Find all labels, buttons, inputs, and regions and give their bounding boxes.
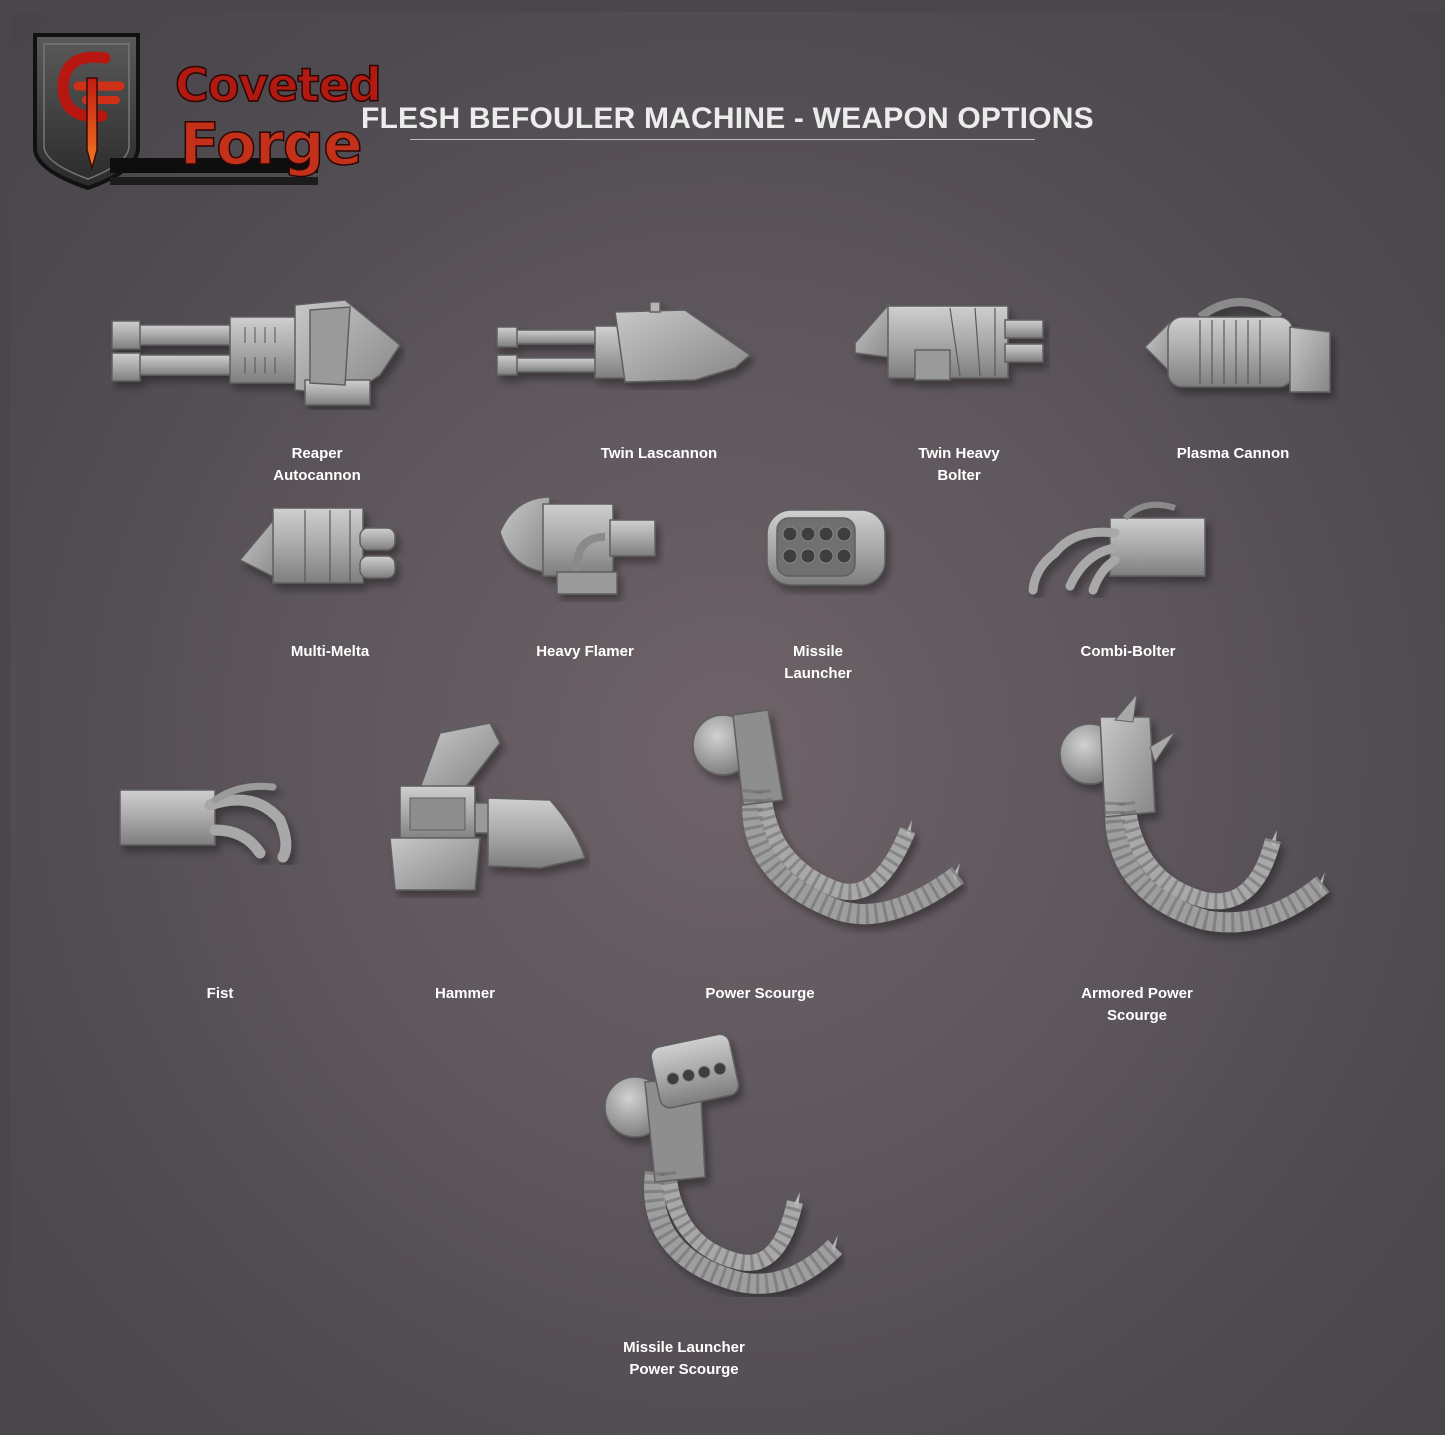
shield-icon bbox=[33, 33, 318, 191]
title-underline bbox=[410, 139, 1035, 140]
weapon-label: Twin Lascannon bbox=[600, 445, 718, 462]
armored-power-scourge-icon bbox=[1059, 692, 1330, 933]
missile-launcher-icon bbox=[766, 509, 886, 586]
weapon-label: Combi-Bolter bbox=[1080, 643, 1176, 660]
weapon-label: Power Scourge bbox=[705, 985, 815, 1002]
weapon-label: Fist bbox=[206, 985, 234, 1002]
brand-name-line1: Coveted bbox=[174, 57, 382, 113]
plasma-cannon-icon bbox=[1143, 298, 1331, 393]
weapon-label: Multi-Melta bbox=[290, 643, 370, 660]
power-scourge-icon bbox=[692, 709, 964, 925]
twin-lascannon-icon bbox=[496, 301, 752, 383]
hammer-icon bbox=[389, 722, 586, 891]
reaper-autocannon-icon bbox=[111, 299, 402, 406]
page-title: FLESH BEFOULER MACHINE - WEAPON OPTIONS bbox=[361, 102, 1094, 135]
missile-launcher-power-scourge-icon bbox=[604, 1033, 843, 1294]
brand-logo: Coveted Forge bbox=[30, 30, 382, 195]
weapon-label: Hammer bbox=[434, 985, 496, 1002]
heavy-flamer-icon bbox=[499, 496, 656, 595]
fist-icon bbox=[119, 782, 292, 863]
multi-melta-icon bbox=[238, 507, 396, 584]
twin-heavy-bolter-icon bbox=[854, 301, 1044, 381]
weapon-label: Heavy Flamer bbox=[536, 643, 634, 660]
combi-bolter-icon bbox=[1028, 501, 1206, 595]
weapon-label: Plasma Cannon bbox=[1176, 445, 1290, 462]
brand-name-line2: Forge bbox=[179, 109, 363, 179]
